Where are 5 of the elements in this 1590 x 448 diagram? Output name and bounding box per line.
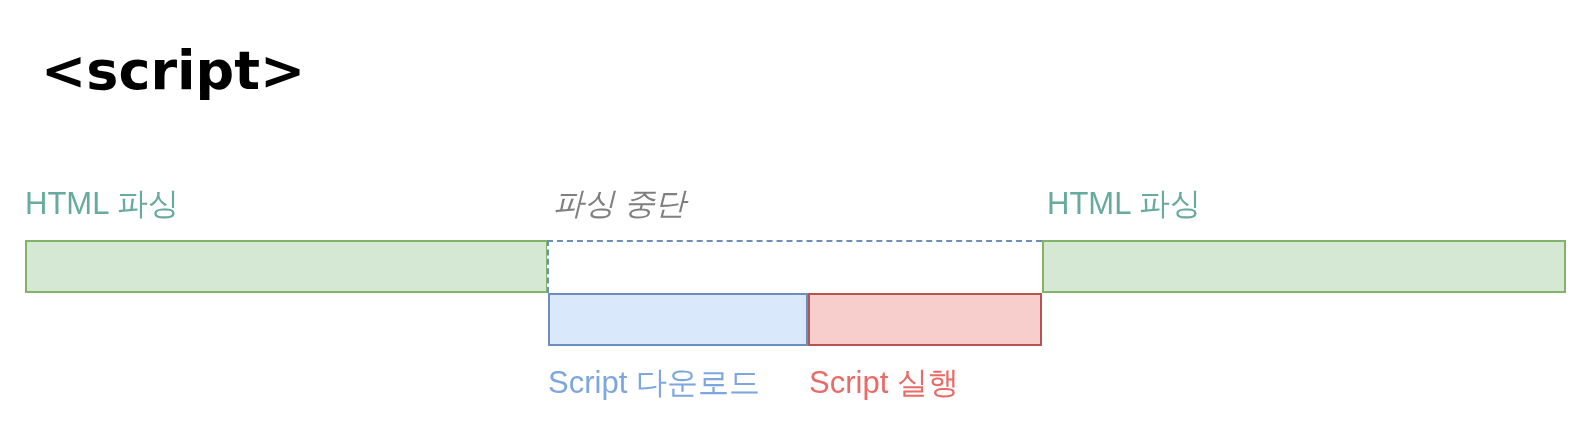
title: <script> xyxy=(41,44,306,98)
phase-label: Script 실행 xyxy=(809,365,959,401)
phase-label: HTML 파싱 xyxy=(25,186,179,222)
phase-label: HTML 파싱 xyxy=(1047,186,1201,222)
phase-label: Script 다운로드 xyxy=(548,365,760,401)
